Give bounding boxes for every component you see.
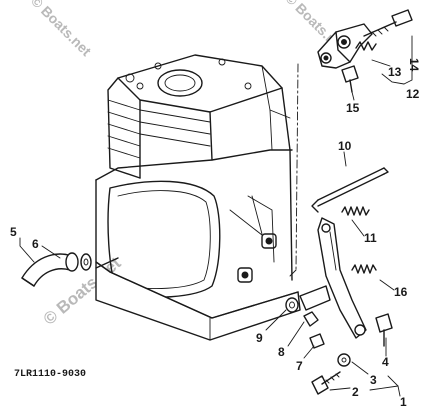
callout-12: 12 [406, 87, 420, 101]
nut-8 [303, 311, 319, 327]
governor-bracket-assembly [317, 9, 413, 93]
callout-9: 9 [256, 331, 263, 345]
guide-line [295, 63, 299, 271]
callout-10: 10 [338, 139, 352, 153]
callout-5: 5 [10, 225, 17, 239]
governor-lever [299, 217, 367, 339]
crankcase-block [95, 54, 301, 341]
callout-2: 2 [352, 385, 359, 399]
callout-6: 6 [32, 237, 39, 251]
leader-lines [19, 35, 413, 397]
watermark-top-left: © Boats.net [28, 0, 95, 59]
callout-16: 16 [394, 285, 408, 299]
governor-rod [311, 167, 389, 213]
spring-16 [351, 264, 377, 274]
part-number: 7LR1110-9030 [14, 369, 86, 380]
callout-1: 1 [400, 395, 407, 409]
callout-8: 8 [278, 345, 285, 359]
callout-7: 7 [296, 359, 303, 373]
lever-bolt-hardware [311, 313, 393, 395]
hose-fitting [21, 252, 92, 287]
nut-7 [309, 333, 325, 349]
callout-14: 14 [407, 58, 421, 72]
guide-line-end [289, 269, 297, 277]
washer-9 [285, 297, 299, 313]
callout-11: 11 [364, 231, 377, 245]
callout-13: 13 [388, 65, 402, 79]
callout-3: 3 [370, 373, 377, 387]
spring-11 [341, 206, 370, 216]
callout-4: 4 [382, 355, 389, 369]
callout-15: 15 [346, 101, 360, 115]
callout-labels: 5 6 10 11 16 9 8 7 2 3 4 1 12 13 14 15 [10, 58, 421, 409]
